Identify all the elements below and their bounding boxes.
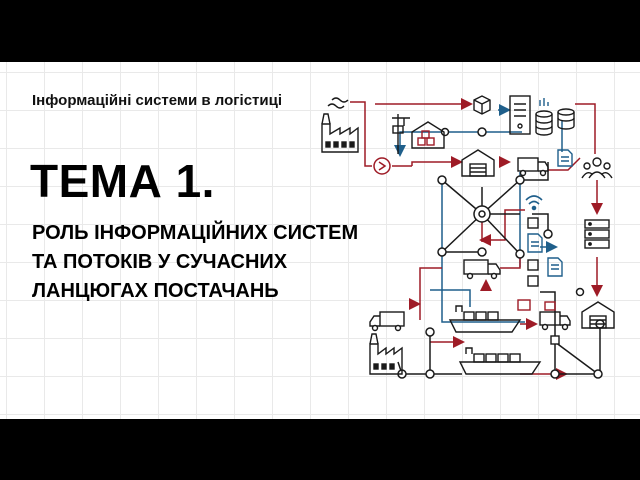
hub-node-icon	[437, 247, 447, 257]
truck-icon	[463, 259, 501, 280]
truck-icon	[517, 157, 549, 177]
warehouse-icon	[581, 301, 615, 329]
junction-icon	[550, 335, 560, 345]
database-icon	[535, 98, 575, 136]
warehouse-icon	[411, 121, 445, 149]
server-rack-icon	[584, 219, 610, 249]
truck-icon	[369, 311, 405, 332]
process-node-icon	[373, 157, 391, 175]
hub-node-icon	[515, 175, 525, 185]
hub-node-icon	[477, 127, 487, 137]
headline-line-1: РОЛЬ ІНФОРМАЦІЙНИХ СИСТЕМ	[32, 222, 359, 244]
topic-title: ТЕМА 1.	[30, 155, 215, 207]
hub-node-icon	[425, 369, 435, 379]
slide-subtitle: Інформаційні системи в логістиці	[32, 92, 283, 109]
hub-node-icon	[440, 127, 450, 137]
headline-line-2: ТА ПОТОКІВ У СУЧАСНИХ	[32, 251, 288, 273]
hub-node-icon	[543, 229, 553, 239]
document-icon	[527, 233, 563, 277]
hub-node-icon	[425, 327, 435, 337]
document-icon	[557, 149, 573, 167]
hub-node-icon	[593, 369, 603, 379]
hub-node-icon	[477, 247, 487, 257]
server-icon	[509, 95, 531, 135]
checkbox-icon	[527, 259, 539, 287]
network-nodes	[397, 127, 605, 379]
package-icon	[517, 299, 531, 311]
ship-icon	[458, 347, 542, 375]
hub-node-icon	[550, 369, 560, 379]
headline-line-3: ЛАНЦЮГАХ ПОСТАЧАНЬ	[32, 280, 279, 302]
hub-node-icon	[437, 175, 447, 185]
material-flows	[350, 98, 603, 380]
user-group-icon	[581, 157, 613, 179]
central-hub-icon	[473, 205, 491, 223]
factory-icon	[321, 97, 359, 153]
supply-chain-diagram	[321, 95, 615, 380]
factory-icon	[369, 333, 403, 375]
wireless-icon	[525, 195, 543, 211]
hub-node-icon	[575, 287, 585, 297]
warehouse-icon	[461, 149, 495, 177]
ship-icon	[448, 305, 522, 333]
terminal-icon	[527, 217, 539, 229]
package-icon	[473, 95, 491, 115]
title-slide: Інформаційні системи в логістиці ТЕМА 1.…	[0, 62, 640, 419]
truck-icon	[539, 301, 571, 331]
crane-icon	[392, 114, 410, 154]
topic-headline: РОЛЬ ІНФОРМАЦІЙНИХ СИСТЕМ ТА ПОТОКІВ У С…	[32, 219, 358, 306]
hub-node-icon	[515, 249, 525, 259]
